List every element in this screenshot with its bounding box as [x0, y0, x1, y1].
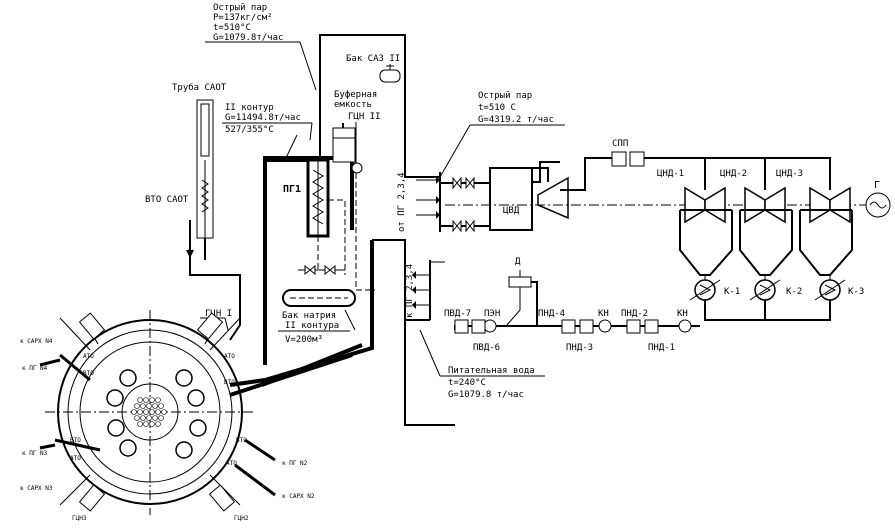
reactor-label-vto-2: ВТО	[224, 379, 235, 386]
tank-saz: Бак САЗ II	[346, 54, 401, 83]
reactor-label-vto-3: ВТО	[70, 437, 81, 444]
reactor-label-sarh-n4: к САРХ N4	[20, 338, 53, 345]
pen-label: ПЭН	[484, 309, 500, 319]
spp-label: СПП	[612, 139, 628, 149]
loop2-label: II контур G=11494.8т/час 527/355°C	[222, 103, 313, 161]
buffer-tank-line-2: емкость	[334, 100, 372, 110]
generator-label: Г	[874, 180, 880, 191]
from-pg-label: от ПГ 2,3,4	[397, 172, 407, 232]
reactor-label-ato-1: АТО	[83, 353, 94, 360]
feedwater-label: Питательная вода t=240°С G=1079.8 т/час	[419, 329, 545, 400]
reactor-label-vto-1: ВТО	[83, 370, 94, 377]
sodium-tank: Бак натрия II контура V=200м³	[278, 264, 356, 345]
buffer-tank: Буферная емкость ГЦН II	[332, 90, 381, 168]
reactor-label-ato-3: АТО	[70, 455, 81, 462]
reactor-label-gcn3: ГЦН3	[72, 515, 87, 522]
pg1-label: ПГ1	[283, 184, 301, 195]
condenser-3-label: К-3	[848, 287, 864, 297]
pvd7-label: ПВД-7	[444, 309, 471, 319]
reactor-label-pg-n3: к ПГ N3	[22, 450, 48, 457]
cnd-2-label: ЦНД-2	[720, 169, 747, 179]
steam-generator-pg1: ПГ1	[283, 158, 375, 291]
condenser-2-label: К-2	[786, 287, 802, 297]
live-steam-top-label: Острый пар P=137кг/см² t=510°C G=1079.8т…	[205, 3, 317, 91]
cnd-1-label: ЦНД-1	[657, 169, 684, 179]
pg-connection-labels: от ПГ 2,3,4 к ПГ 2,3,4	[397, 172, 445, 320]
reactor-label-sarh-n2: к САРХ N2	[282, 493, 315, 500]
reactor-label-pg-n4: к ПГ N4	[22, 365, 48, 372]
gcn1-label: ГЦН I	[205, 309, 232, 319]
sodium-tank-line-3: V=200м³	[285, 335, 323, 345]
loop2-line-2: G=11494.8т/час	[225, 113, 301, 123]
live-steam-top-line-1: Острый пар	[213, 3, 267, 13]
feedwater-train: Д ПЭН ПВД-7 ПВД-6 ПНД-4 ПНД-3 ПНД-2 ПНД-…	[444, 257, 700, 353]
saot-pipe: Труба САОТ ВТО САОТ ГЦН I	[145, 82, 241, 341]
turbine-section: ЦВД СПП ЦНД-1 ЦНД-2 ЦНД-3	[440, 139, 891, 321]
loop2-piping	[229, 34, 455, 426]
buffer-tank-line-1: Буферная	[334, 90, 377, 100]
pnd4-label: ПНД-4	[538, 309, 565, 319]
loop2-line-1: II контур	[225, 103, 274, 113]
reactor-label-vto-4: ВТО	[236, 437, 247, 444]
reactor-label-ato-4: АТО	[226, 460, 237, 467]
live-steam-top-line-3: t=510°C	[213, 23, 251, 33]
pnd3-label: ПНД-3	[566, 343, 593, 353]
reactor: к САРХ N4 к ПГ N4 к ПГ N3 к САРХ N3 к ПГ…	[20, 310, 315, 522]
reactor-label-ato-2: АТО	[224, 353, 235, 360]
reactor-label-sarh-n3: к САРХ N3	[20, 485, 53, 492]
to-pg-label: к ПГ 2,3,4	[405, 264, 415, 318]
kn-1-label: КН	[598, 309, 609, 319]
live-steam-right-line-1: Острый пар	[478, 91, 532, 101]
pvd6-label: ПВД-6	[473, 343, 500, 353]
deaerator-label: Д	[515, 257, 521, 267]
condenser-1-label: К-1	[724, 287, 740, 297]
feedwater-line-1: Питательная вода	[448, 366, 535, 376]
loop2-line-3: 527/355°C	[225, 125, 274, 135]
live-steam-right-line-2: t=510 С	[478, 103, 516, 113]
feedwater-line-2: t=240°С	[448, 378, 486, 388]
cnd-3-label: ЦНД-3	[776, 169, 803, 179]
gcn2-label: ГЦН II	[348, 112, 381, 122]
cvd-label: ЦВД	[503, 206, 520, 216]
live-steam-top-line-4: G=1079.8т/час	[213, 33, 283, 43]
live-steam-right-line-3: G=4319.2 т/час	[478, 115, 554, 125]
kn-2-label: КН	[677, 309, 688, 319]
pnd1-label: ПНД-1	[648, 343, 675, 353]
sodium-tank-line-1: Бак натрия	[282, 311, 336, 321]
feedwater-line-3: G=1079.8 т/час	[448, 390, 524, 400]
live-steam-top-line-2: P=137кг/см²	[213, 13, 273, 23]
pnd2-label: ПНД-2	[621, 309, 648, 319]
sodium-tank-line-2: II контура	[285, 321, 339, 331]
reactor-label-pg-n2: к ПГ N2	[282, 460, 308, 467]
live-steam-right-label: Острый пар t=510 С G=4319.2 т/час	[439, 91, 565, 178]
pipe-saot-label: Труба САОТ	[172, 82, 227, 93]
reactor-label-gcn2: ГЦН2	[234, 515, 249, 522]
tank-saz-label: Бак САЗ II	[346, 54, 400, 64]
vto-saot-label: ВТО САОТ	[145, 195, 189, 205]
